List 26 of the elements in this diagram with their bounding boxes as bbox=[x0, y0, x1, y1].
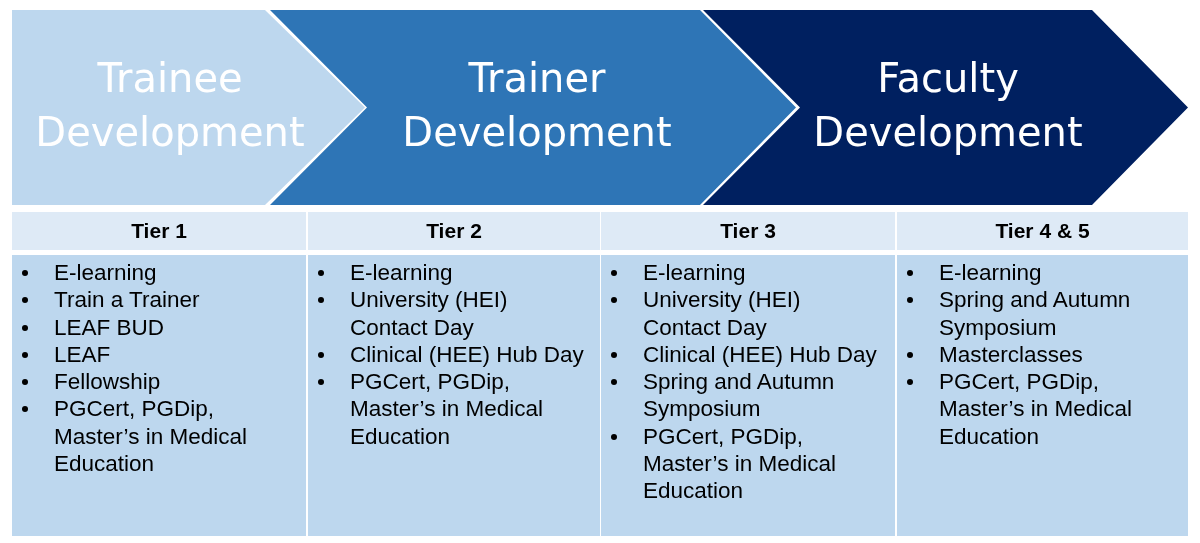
list-item: Clinical (HEE) Hub Day bbox=[601, 340, 881, 369]
list-item: E-learning bbox=[601, 259, 881, 287]
list-item: Spring and Autumn Symposium bbox=[897, 286, 1177, 341]
list-item: E-learning bbox=[12, 259, 292, 287]
list-item: Fellowship bbox=[12, 368, 292, 396]
list-item: University (HEI) Contact Day bbox=[601, 286, 881, 341]
stage-title: Trainee Development bbox=[35, 54, 305, 157]
list-item: LEAF bbox=[12, 340, 292, 369]
list-item: Train a Trainer bbox=[12, 286, 292, 314]
list-item: PGCert, PGDip, Master’s in Medical Education bbox=[601, 422, 881, 505]
list-item: Clinical (HEE) Hub Day bbox=[308, 340, 588, 369]
column-header: Tier 3 bbox=[601, 212, 895, 250]
list-item: LEAF BUD bbox=[12, 313, 292, 341]
list-item: PGCert, PGDip, Master’s in Medical Education bbox=[897, 368, 1177, 451]
column-header: Tier 4 & 5 bbox=[897, 212, 1188, 250]
list-item: Masterclasses bbox=[897, 340, 1177, 369]
stage-title: Trainer Development bbox=[402, 54, 672, 157]
column-header: Tier 1 bbox=[12, 212, 306, 250]
stage-title: Faculty Development bbox=[813, 54, 1083, 157]
list-item: Spring and Autumn Symposium bbox=[601, 368, 881, 423]
list-item: E-learning bbox=[308, 259, 588, 287]
list-item: E-learning bbox=[897, 259, 1177, 287]
list-item: PGCert, PGDip, Master’s in Medical Education bbox=[12, 395, 292, 478]
list-item: PGCert, PGDip, Master’s in Medical Education bbox=[308, 368, 588, 451]
list-item: University (HEI) Contact Day bbox=[308, 286, 588, 341]
column-header: Tier 2 bbox=[308, 212, 600, 250]
